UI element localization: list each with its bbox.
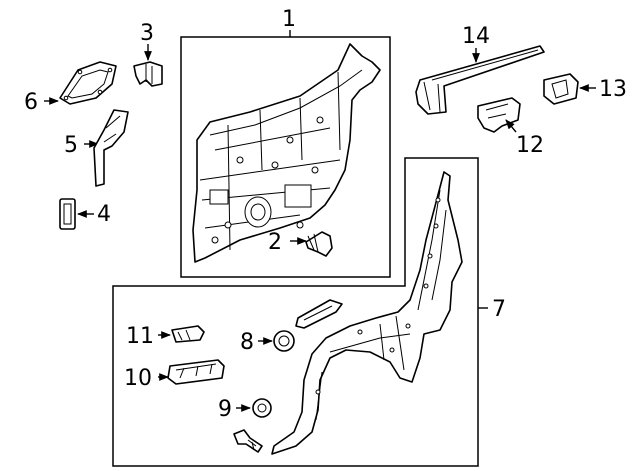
part-3-bracket: 3 [133, 21, 163, 87]
callout-8: 8 [240, 330, 254, 355]
callout-10: 10 [124, 366, 152, 391]
callout-3: 3 [140, 21, 154, 46]
part-11-clip: 11 [126, 324, 205, 349]
callout-11: 11 [126, 324, 154, 349]
part-2-clip: 2 [268, 230, 333, 257]
callout-12: 12 [516, 133, 544, 158]
part-7-wheelhouse [271, 171, 463, 455]
part-4-plug: 4 [59, 198, 111, 230]
callout-7: 7 [492, 297, 506, 322]
part-8-grommet: 8 [240, 330, 295, 355]
part-5-reinforcement: 5 [64, 109, 129, 187]
part-10-bracket: 10 [124, 359, 225, 391]
callout-6: 6 [24, 90, 38, 115]
group-box-7: 7 11 10 [112, 157, 506, 467]
callout-4: 4 [97, 202, 111, 227]
part-9-bolt: 9 [218, 397, 272, 422]
callout-9: 9 [218, 397, 232, 422]
part-bolt [233, 429, 263, 453]
group-box-1: 1 2 [180, 7, 391, 278]
callout-13: 13 [599, 77, 627, 102]
callout-2: 2 [268, 230, 282, 255]
part-12-bracket: 12 [477, 97, 544, 158]
callout-1: 1 [282, 7, 296, 32]
part-13-clip: 13 [543, 73, 627, 105]
part-14-rail: 14 [415, 24, 545, 115]
part-1-inner-panel [192, 43, 381, 263]
part-7-trim-piece [295, 299, 343, 329]
callout-14: 14 [462, 24, 490, 49]
callout-5: 5 [64, 133, 78, 158]
part-6-plate: 6 [24, 61, 117, 115]
